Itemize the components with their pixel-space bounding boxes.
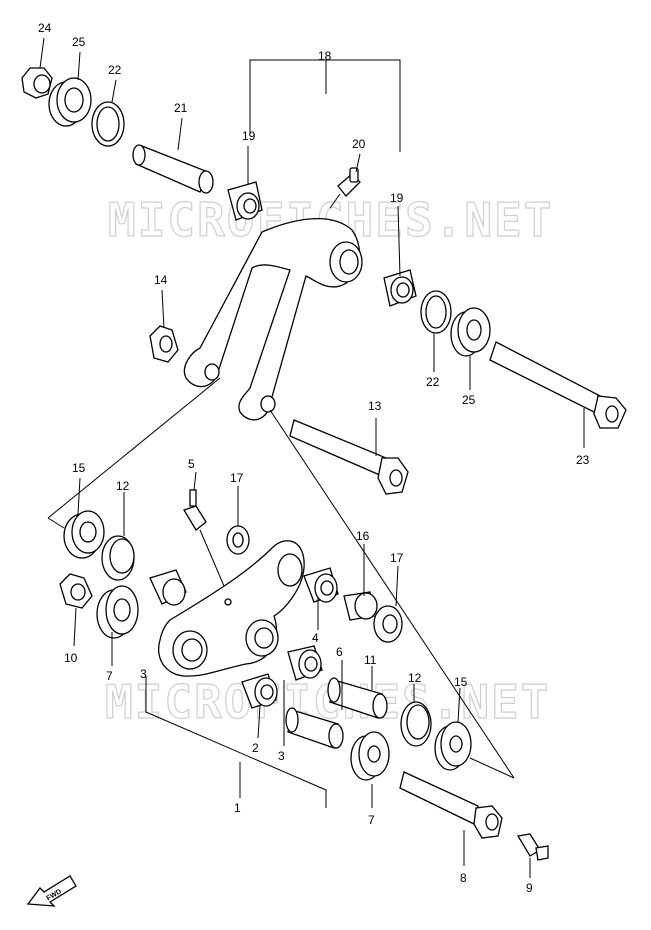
callout-17-right: 17 bbox=[390, 551, 404, 565]
part-seal-25-upper bbox=[48, 77, 92, 127]
callout-14: 14 bbox=[154, 273, 168, 287]
callout-labels: 24 25 22 21 18 19 20 19 14 22 25 13 23 5… bbox=[38, 21, 590, 895]
leader-lines bbox=[39, 37, 585, 878]
part-seal-15-left bbox=[63, 510, 105, 559]
part-seal-7-right bbox=[350, 731, 390, 781]
part-bolt-13 bbox=[289, 419, 409, 495]
callout-6: 6 bbox=[336, 645, 343, 659]
callout-25-right: 25 bbox=[462, 393, 476, 407]
part-spacer-17-right bbox=[373, 605, 403, 643]
part-grease-nipple-5 bbox=[183, 489, 231, 601]
callout-23: 23 bbox=[576, 453, 590, 467]
part-ring-12-right bbox=[400, 701, 432, 747]
part-nut-10 bbox=[59, 573, 93, 609]
part-bolt-8 bbox=[399, 771, 503, 839]
callout-10: 10 bbox=[64, 651, 78, 665]
callout-12-right: 12 bbox=[408, 671, 422, 685]
callout-22-right: 22 bbox=[426, 375, 440, 389]
part-bearing-19-left bbox=[227, 181, 263, 221]
part-nut-14 bbox=[149, 325, 179, 363]
callout-11: 11 bbox=[364, 653, 377, 667]
part-bearing-19-right bbox=[383, 269, 417, 307]
callout-13: 13 bbox=[368, 399, 382, 413]
part-ring-22-upper bbox=[91, 101, 125, 147]
part-bearing-4 bbox=[303, 567, 339, 603]
part-bearing-3-lower bbox=[287, 645, 323, 681]
part-ring-22-right bbox=[420, 290, 452, 334]
callout-7-right: 7 bbox=[368, 813, 375, 827]
callout-18: 18 bbox=[318, 49, 332, 63]
part-bearing-3-upper bbox=[149, 569, 187, 606]
callout-17-top: 17 bbox=[230, 471, 244, 485]
callout-24: 24 bbox=[38, 21, 52, 35]
callout-1: 1 bbox=[234, 801, 241, 815]
part-bolt-23 bbox=[489, 341, 627, 429]
callout-15-left: 15 bbox=[72, 461, 86, 475]
part-nut-24 bbox=[21, 67, 53, 99]
callout-19-left: 19 bbox=[242, 129, 256, 143]
callout-5: 5 bbox=[188, 457, 195, 471]
fwd-arrow-icon: FWD bbox=[26, 875, 77, 907]
part-spacer-16 bbox=[343, 591, 378, 621]
part-sleeve-21 bbox=[132, 144, 214, 194]
part-grease-nipple-9 bbox=[516, 833, 549, 861]
part-sleeve-11 bbox=[327, 677, 388, 719]
part-connecting-rod bbox=[183, 218, 363, 421]
callout-7-left: 7 bbox=[106, 669, 113, 683]
callout-8: 8 bbox=[460, 871, 467, 885]
part-spacer-17-top bbox=[226, 525, 250, 555]
callout-22-upper: 22 bbox=[108, 63, 122, 77]
callout-2: 2 bbox=[252, 741, 259, 755]
callout-12-left: 12 bbox=[116, 479, 130, 493]
part-seal-25-right bbox=[450, 307, 491, 357]
callout-20: 20 bbox=[352, 137, 366, 151]
callout-9: 9 bbox=[526, 881, 533, 895]
part-seal-7-left bbox=[96, 585, 139, 639]
callout-25-upper: 25 bbox=[72, 35, 86, 49]
callout-19-right: 19 bbox=[390, 191, 404, 205]
callout-3-lower: 3 bbox=[278, 749, 285, 763]
callout-21: 21 bbox=[174, 101, 188, 115]
part-seal-15-right bbox=[434, 721, 472, 771]
callout-16: 16 bbox=[356, 529, 370, 543]
callout-3-left: 3 bbox=[140, 667, 147, 681]
part-ring-12-left bbox=[101, 535, 135, 581]
part-cushion-lever bbox=[158, 540, 305, 677]
part-bearing-2 bbox=[241, 673, 278, 709]
part-sleeve-6 bbox=[285, 707, 344, 749]
callout-15-right: 15 bbox=[454, 675, 468, 689]
callout-4: 4 bbox=[312, 631, 319, 645]
